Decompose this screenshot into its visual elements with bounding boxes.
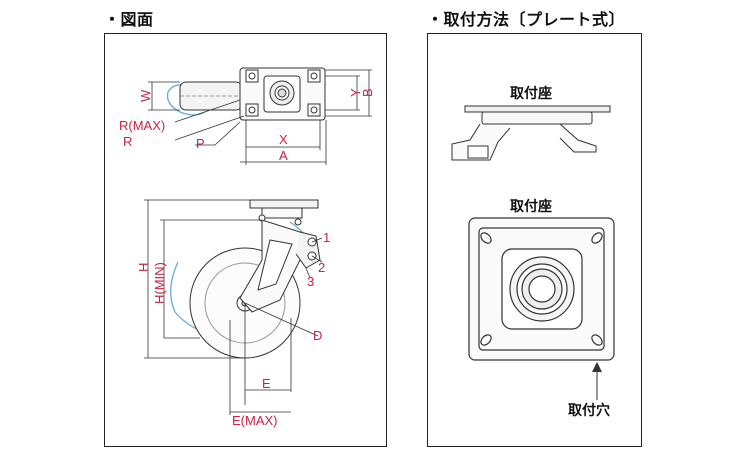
caster-top-view bbox=[166, 67, 326, 121]
dim-2: 2 bbox=[318, 260, 325, 275]
dim-H: H bbox=[136, 263, 151, 272]
mount-hole-label: 取付穴 bbox=[568, 402, 610, 418]
dim-E-max: E(MAX) bbox=[232, 413, 278, 428]
plate-top-view bbox=[468, 217, 615, 361]
dim-R-max: R(MAX) bbox=[119, 118, 165, 133]
mounting-method-title: ・取付方法〔プレート式〕 bbox=[427, 12, 626, 29]
plate-mount-side-view bbox=[451, 105, 611, 161]
mount-seat-label-bottom: 取付座 bbox=[510, 198, 552, 214]
top-view-dimensions bbox=[148, 69, 372, 165]
dim-P: P bbox=[196, 136, 205, 151]
side-view-dimensions bbox=[144, 199, 323, 415]
dim-E: E bbox=[262, 376, 271, 391]
dim-W: W bbox=[138, 89, 153, 102]
dim-X: X bbox=[279, 132, 288, 147]
dim-B: B bbox=[360, 88, 375, 97]
dim-3: 3 bbox=[307, 274, 314, 289]
dim-Y: Y bbox=[348, 88, 363, 97]
dim-H-min: H(MIN) bbox=[152, 262, 167, 304]
mount-seat-label-top: 取付座 bbox=[510, 85, 552, 101]
dim-A: A bbox=[279, 148, 288, 163]
drawing-title: ・図面 bbox=[104, 12, 154, 29]
dim-D: D bbox=[313, 328, 322, 343]
mount-hole-arrow bbox=[592, 362, 602, 400]
dim-R: R bbox=[123, 134, 132, 149]
dim-1: 1 bbox=[323, 230, 330, 245]
